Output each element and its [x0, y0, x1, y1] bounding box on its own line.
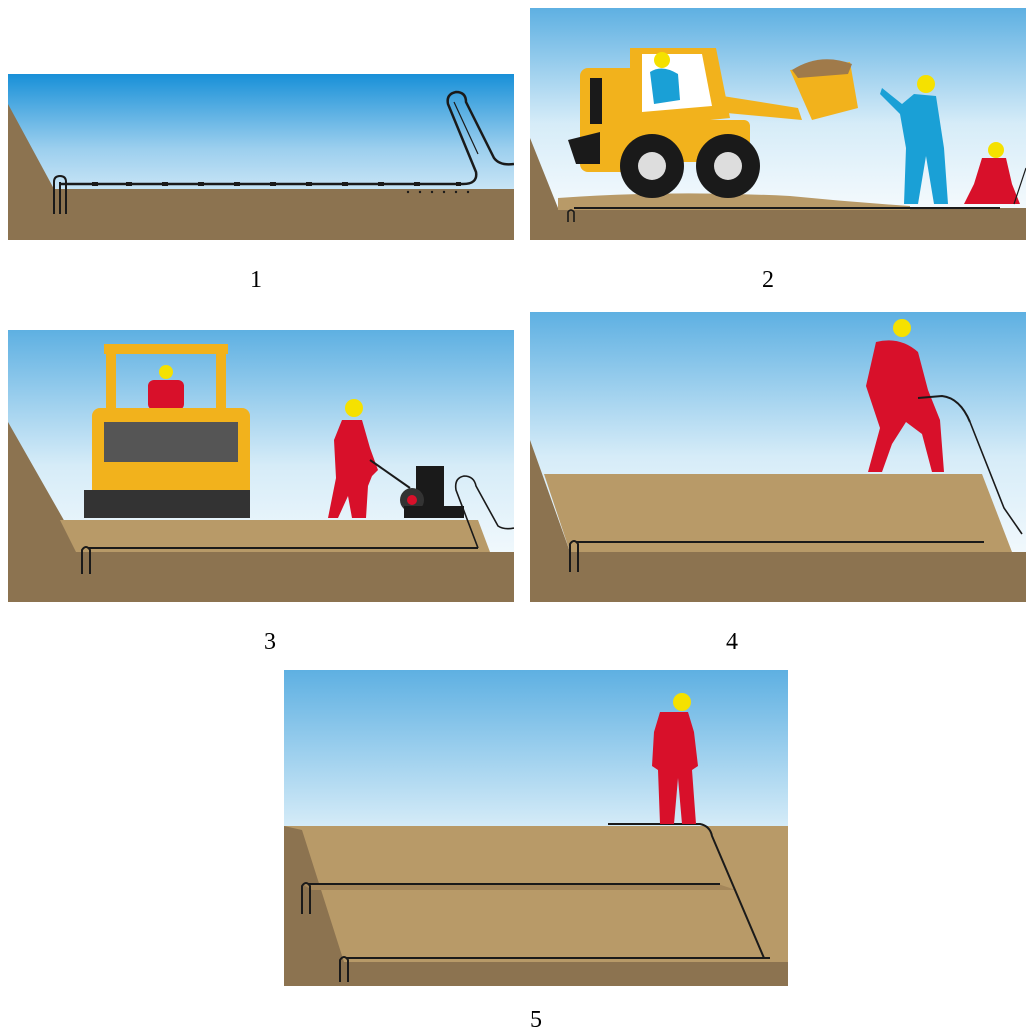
step-3-panel	[8, 330, 514, 602]
step-number-label: 2	[738, 266, 798, 294]
step-2-panel	[530, 8, 1026, 240]
step-5-illustration	[284, 670, 788, 986]
step-4-illustration	[530, 312, 1026, 602]
step-5-panel	[284, 670, 788, 986]
step-1-illustration	[8, 74, 514, 240]
step-2-illustration	[530, 8, 1026, 240]
step-number-label: 3	[240, 628, 300, 656]
step-3-illustration	[8, 330, 514, 602]
step-number-label: 4	[702, 628, 762, 656]
step-1-panel	[8, 74, 514, 240]
step-number-label: 5	[506, 1006, 566, 1034]
step-4-panel	[530, 312, 1026, 602]
step-number-label: 1	[226, 266, 286, 294]
fill-soil	[544, 474, 1012, 552]
vibratory-roller-icon	[84, 344, 250, 518]
